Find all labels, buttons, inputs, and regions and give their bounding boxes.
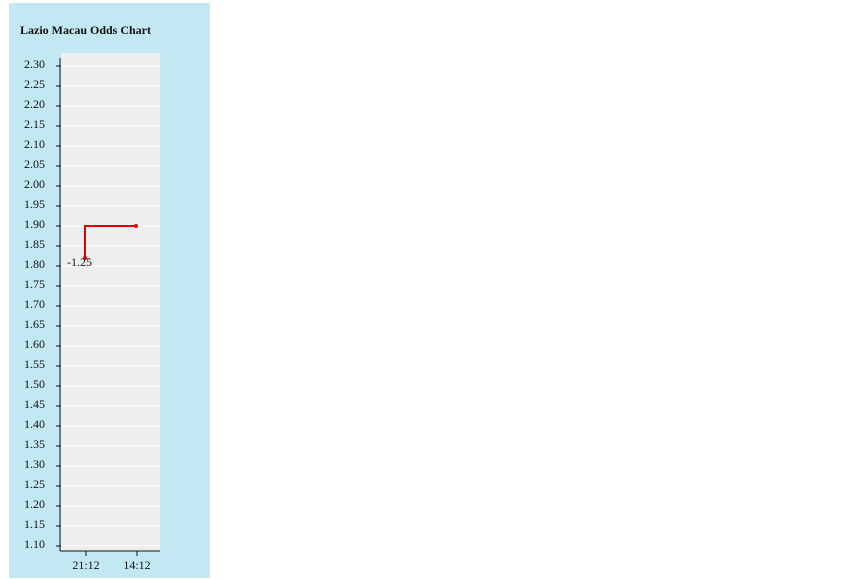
- y-tick-label: 1.70: [24, 297, 45, 311]
- y-tick-label: 1.35: [24, 437, 45, 451]
- y-tick-label: 1.75: [24, 277, 45, 291]
- data-point: [134, 224, 138, 228]
- y-tick-label: 2.20: [24, 97, 45, 111]
- data-point: [83, 256, 87, 260]
- odds-line: [84, 225, 136, 258]
- y-tick-label: 1.85: [24, 237, 45, 251]
- plot-area: 1.10 1.15 1.20 1.25 1.30 1.35 1.40 1.45 1.50 1.55…: [24, 53, 160, 572]
- y-tick-label: 2.25: [24, 77, 45, 91]
- y-tick-label: 1.90: [24, 217, 45, 231]
- plot-background: [61, 53, 160, 551]
- x-tick-label: 21:12: [72, 558, 99, 572]
- data-label: -1.25: [67, 255, 92, 269]
- y-tick-label: 2.15: [24, 117, 45, 131]
- odds-chart: Lazio Macau Odds Chart 1.101.151.201.251…: [20, 23, 160, 572]
- y-tick-label: 1.80: [24, 257, 45, 271]
- y-tick-label: 1.15: [24, 517, 45, 531]
- y-tick-label: 1.55: [24, 357, 45, 371]
- y-tick-label: 1.10: [24, 537, 45, 551]
- y-tick-label: 2.10: [24, 137, 45, 151]
- y-tick-label: 1.95: [24, 197, 45, 211]
- y-tick-label: 1.40: [24, 417, 45, 431]
- y-tick-label: 2.30: [24, 57, 45, 71]
- y-tick-label: 1.60: [24, 337, 45, 351]
- y-tick-label: 1.25: [24, 477, 45, 491]
- x-tick-label: 14:12: [123, 558, 150, 572]
- y-tick-label: 1.30: [24, 457, 45, 471]
- y-tick-label: 2.05: [24, 157, 45, 171]
- y-tick-label: 1.45: [24, 397, 45, 411]
- y-tick-label: 1.50: [24, 377, 45, 391]
- y-tick-label: 1.65: [24, 317, 45, 331]
- y-tick-label: 1.20: [24, 497, 45, 511]
- y-tick-label: 2.00: [24, 177, 45, 191]
- chart-title: Lazio Macau Odds Chart: [20, 23, 151, 37]
